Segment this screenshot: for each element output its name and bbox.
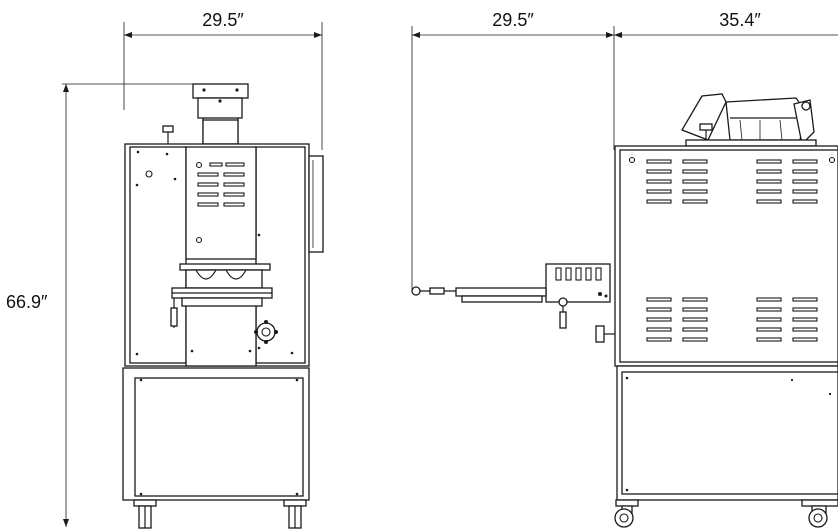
side-view [411, 93, 838, 528]
gear-knob-icon [254, 320, 278, 344]
front-left-caster-icon [133, 499, 157, 529]
front-view [122, 83, 324, 529]
front-vents [195, 161, 245, 244]
overall-height-label: 66.9″ [6, 292, 48, 312]
side-left-caster-icon [614, 499, 639, 528]
side-upper-vents [646, 159, 818, 204]
front-right-caster-icon [283, 499, 307, 529]
side-tray-depth-label: 29.5″ [492, 10, 534, 30]
front-width-label: 29.5″ [202, 10, 244, 30]
side-lower-vents [646, 297, 818, 342]
side-hopper [681, 93, 817, 147]
dimension-side-tray: 29.5″ [411, 10, 615, 292]
dimension-side-body: 35.4″ [614, 10, 838, 38]
side-right-caster-icon [801, 499, 838, 528]
side-output-tray [411, 263, 611, 329]
dimension-overall-height: 66.9″ [6, 83, 200, 527]
side-body-depth-label: 35.4″ [719, 10, 761, 30]
dimension-front-width: 29.5″ [123, 10, 323, 150]
side-knob-icon [595, 325, 615, 343]
